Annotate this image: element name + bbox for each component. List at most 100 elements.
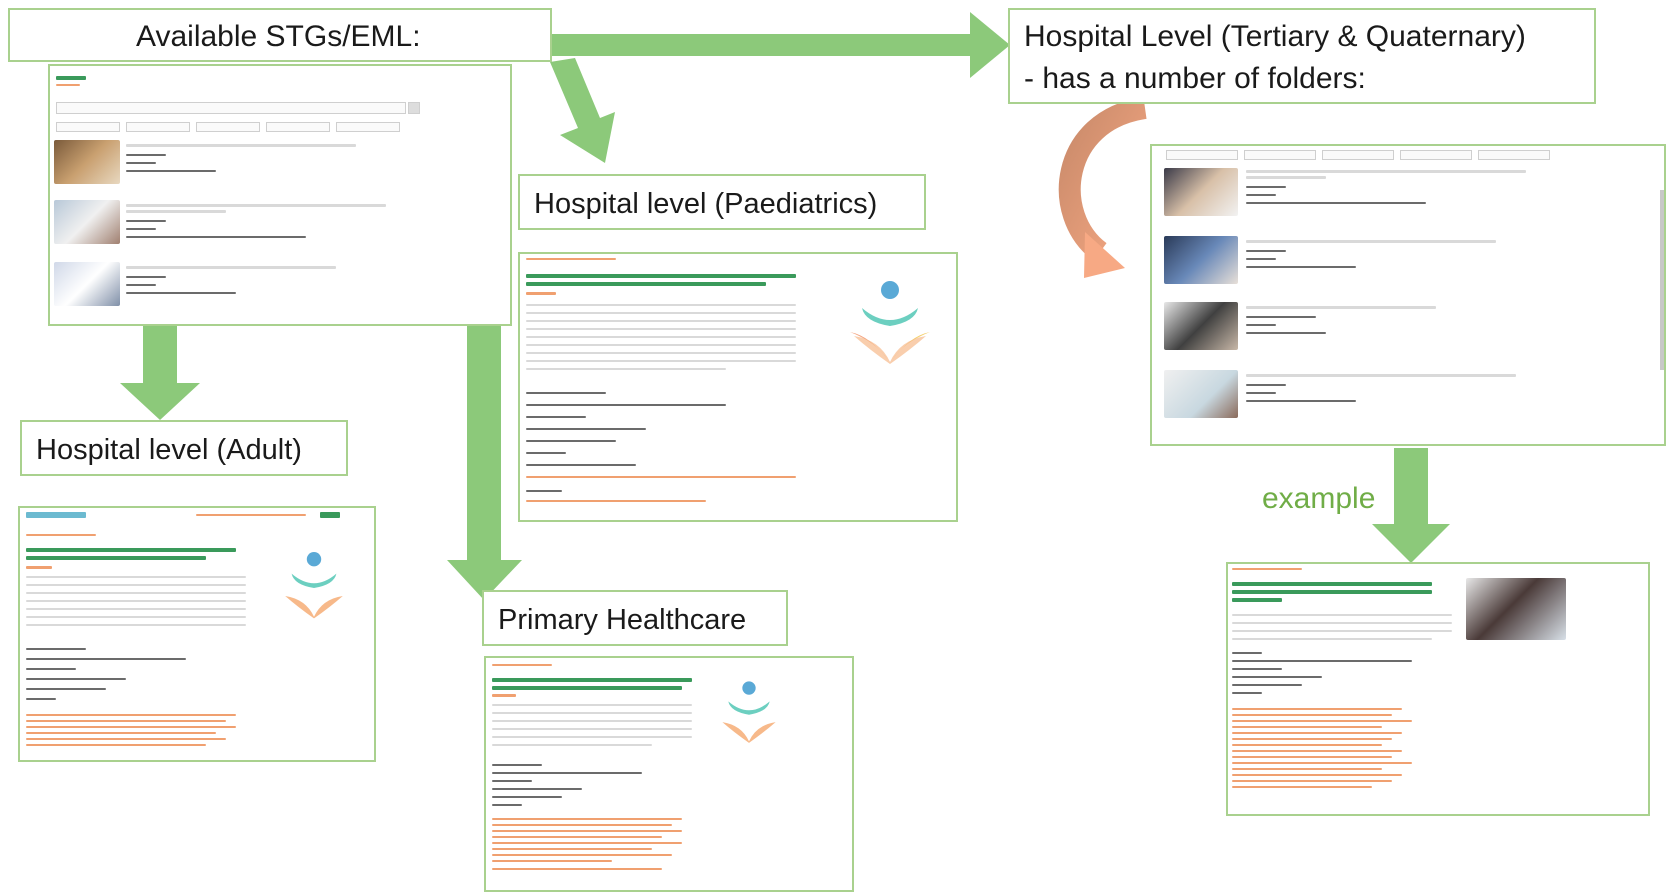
a-para-1 (26, 576, 246, 578)
para-2 (526, 312, 796, 314)
title-underline (526, 292, 556, 295)
e-dl-7 (1232, 744, 1382, 746)
adult-label: Hospital level (Adult) (20, 420, 348, 476)
a-dl-6 (26, 744, 206, 746)
e-para-3 (1232, 630, 1452, 632)
logo-icon (285, 552, 343, 619)
p-breadcrumb (492, 664, 552, 666)
tertiary-example-screenshot (1226, 562, 1650, 816)
t-filter-5 (1478, 150, 1550, 160)
search-button (408, 102, 420, 114)
p-dl-1 (492, 818, 682, 820)
curved-arrow-to-folders (1058, 97, 1148, 278)
p-dl-8 (492, 860, 612, 862)
meta-5 (526, 440, 616, 442)
para-4 (526, 328, 796, 330)
e-dl-8 (1232, 750, 1402, 752)
result-meta-3c (126, 292, 236, 294)
available-stgs-text: Available STGs/EML: (136, 20, 421, 53)
meta-4 (526, 428, 646, 430)
p-para-1 (492, 704, 692, 706)
result-thumb-1 (54, 140, 120, 184)
a-nav-links (196, 514, 306, 516)
t-meta-4a (1246, 384, 1286, 386)
t-thumb-2 (1164, 236, 1238, 284)
e-para-4 (1232, 638, 1432, 640)
tertiary-listing-screenshot (1150, 144, 1666, 446)
e-para-2 (1232, 622, 1452, 624)
search-field (56, 102, 406, 114)
p-para-6 (492, 744, 652, 746)
e-dl-3 (1232, 720, 1412, 722)
tertiary-label: Hospital Level (Tertiary & Quaternary) -… (1008, 8, 1596, 104)
result-meta-3b (126, 284, 156, 286)
a-breadcrumb (26, 534, 96, 536)
para-5 (526, 336, 796, 338)
p-meta-1 (492, 764, 542, 766)
t-filter-2 (1244, 150, 1316, 160)
e-dl-2 (1232, 714, 1392, 716)
filter-4 (266, 122, 330, 132)
result-meta-2a (126, 220, 166, 222)
e-meta-1 (1232, 652, 1262, 654)
para-1 (526, 304, 796, 306)
filter-1 (56, 122, 120, 132)
result-meta-1c (126, 170, 216, 172)
example-text: example (1262, 482, 1376, 515)
a-meta-2 (26, 658, 186, 660)
meta-7 (526, 464, 636, 466)
filter-2 (126, 122, 190, 132)
a-nav-button (320, 512, 340, 518)
a-para-7 (26, 624, 246, 626)
logo-icon (722, 681, 776, 743)
result-title-3 (126, 266, 336, 269)
scrollbar (1660, 190, 1664, 370)
t-filter-3 (1322, 150, 1394, 160)
e-meta-4 (1232, 676, 1322, 678)
filter-5 (336, 122, 400, 132)
available-stgs-label: Available STGs/EML: (8, 8, 552, 62)
p-dl-5 (492, 842, 682, 844)
primary-label: Primary Healthcare (482, 590, 788, 646)
t-filter-4 (1400, 150, 1472, 160)
p-para-2 (492, 712, 692, 714)
result-meta-3a (126, 276, 166, 278)
a-para-3 (26, 592, 246, 594)
p-para-4 (492, 728, 692, 730)
a-para-4 (26, 600, 246, 602)
a-para-6 (26, 616, 246, 618)
t-thumb-1 (1164, 168, 1238, 216)
a-title-2 (26, 556, 206, 560)
e-dl-1 (1232, 708, 1402, 710)
t-thumb-3 (1164, 302, 1238, 350)
arrow-to-primary (447, 325, 522, 600)
result-title-2b (126, 210, 226, 213)
e-meta-6 (1232, 692, 1262, 694)
paediatrics-text: Hospital level (Paediatrics) (534, 188, 878, 220)
t-title-1 (1246, 170, 1526, 173)
e-title-3 (1232, 598, 1282, 602)
primary-text: Primary Healthcare (498, 604, 747, 636)
elibrary-listing-screenshot (48, 64, 512, 326)
e-title (1232, 582, 1432, 586)
p-para-5 (492, 736, 692, 738)
paediatrics-label: Hospital level (Paediatrics) (518, 174, 926, 230)
e-meta-2 (1232, 660, 1412, 662)
t-meta-2b (1246, 258, 1276, 260)
result-meta-1a (126, 154, 166, 156)
a-meta-6 (26, 698, 56, 700)
result-thumb-2 (54, 200, 120, 244)
e-dl-5 (1232, 732, 1402, 734)
arrow-to-paediatrics (550, 58, 615, 163)
e-meta-3 (1232, 668, 1282, 670)
t-filter-1 (1166, 150, 1238, 160)
para-8 (526, 360, 796, 362)
adult-text: Hospital level (Adult) (36, 434, 302, 466)
e-dl-12 (1232, 774, 1402, 776)
t-meta-1c (1246, 202, 1426, 204)
para-6 (526, 344, 796, 346)
t-title-3 (1246, 306, 1436, 309)
p-dl-7 (492, 854, 672, 856)
p-para-3 (492, 720, 692, 722)
